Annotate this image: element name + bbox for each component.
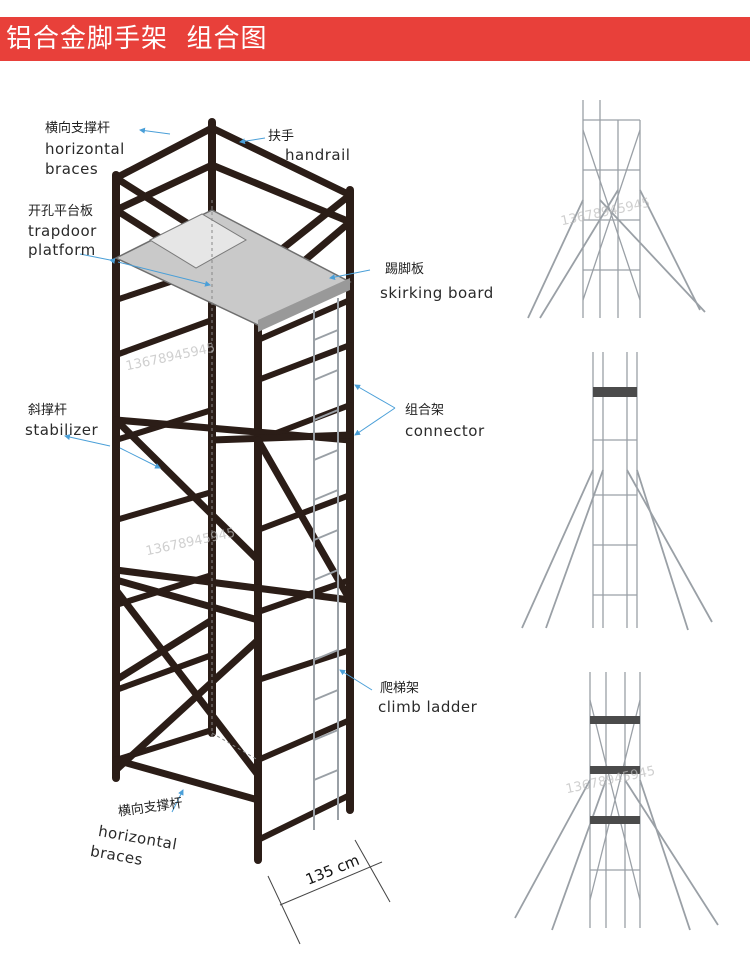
front-rungs (113, 265, 215, 763)
label-trapdoor-platform-en2: platform (28, 241, 96, 259)
hidden-lines (211, 200, 259, 761)
label-climb-ladder-en: climb ladder (378, 698, 478, 716)
label-connector-zh: 组合架 (405, 403, 445, 418)
title-banner: 铝合金脚手架 组合图 (0, 17, 750, 61)
label-skirting-board-zh: 踢脚板 (385, 262, 425, 277)
label-horizontal-braces-top-en2: braces (45, 160, 99, 178)
label-skirting-board-en: skirking board (380, 284, 494, 302)
label-trapdoor-platform-zh: 开孔平台板 (28, 204, 94, 219)
label-stabilizer-zh: 斜撑杆 (28, 403, 68, 418)
label-stabilizer-en: stabilizer (25, 421, 99, 439)
label-trapdoor-platform-en1: trapdoor (28, 222, 97, 240)
thumbnail-platforms-3 (590, 716, 640, 824)
label-handrail-zh: 扶手 (268, 129, 295, 144)
climb-ladder (313, 298, 339, 830)
thumbnail-tower-2 (521, 352, 713, 631)
thumbnail-platform-2 (593, 387, 637, 397)
label-climb-ladder-zh: 爬梯架 (380, 681, 420, 696)
thumbnail-tower-1 (527, 100, 706, 319)
label-horizontal-braces-top-en1: horizontal (45, 140, 125, 158)
leader-lines (64, 127, 396, 813)
skirting-board (258, 278, 350, 332)
label-handrail-en: handrail (285, 146, 351, 164)
trapdoor-platform (114, 209, 352, 326)
label-horizontal-braces-top-zh: 横向支撑杆 (45, 121, 111, 136)
page-title: 铝合金脚手架 组合图 (6, 24, 268, 54)
diagonal-braces (112, 416, 354, 779)
label-connector-en: connector (405, 422, 485, 440)
scaffold-diagram (64, 100, 719, 945)
thumbnail-tower-3 (514, 672, 719, 931)
dimension-lines (267, 839, 391, 945)
horizontal-braces (112, 416, 354, 804)
